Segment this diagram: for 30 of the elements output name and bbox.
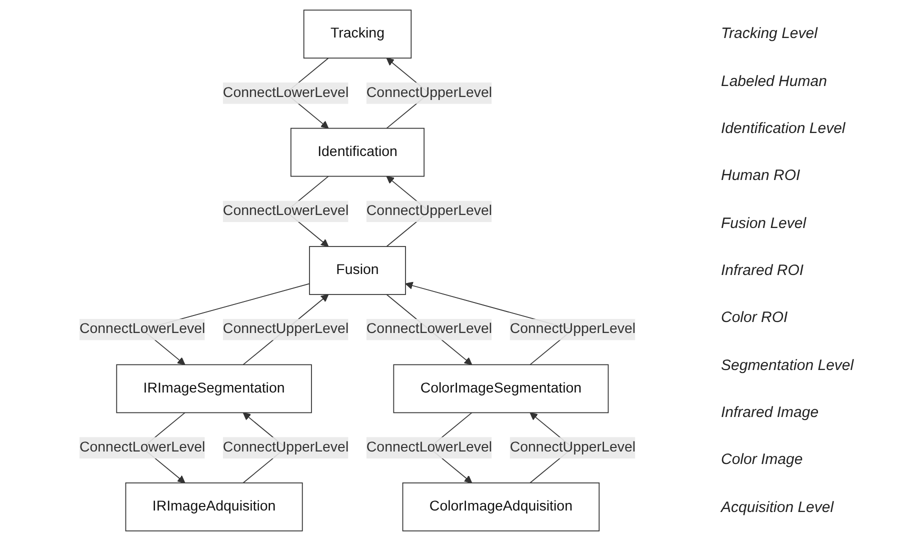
edge-label: ConnectLowerLevel <box>222 203 349 219</box>
node-box: Identification <box>290 128 425 177</box>
edge-label: ConnectUpperLevel <box>222 440 349 455</box>
edge-label: ConnectLowerLevel <box>366 440 492 455</box>
annotation-label: Tracking Level <box>721 25 819 42</box>
annotation-label: Infrared ROI <box>721 262 805 279</box>
edge-label: ConnectLowerLevel <box>79 322 206 337</box>
annotation-label: Labeled Human <box>721 72 828 90</box>
node-box: IRImageSegmentation <box>116 364 312 414</box>
edge-label: ConnectUpperLevel <box>510 322 636 337</box>
edge-label: ConnectUpperLevel <box>510 440 636 455</box>
edge-label: ConnectLowerLevel <box>222 85 349 100</box>
edge-label: ConnectUpperLevel <box>222 322 349 337</box>
edge-label: ConnectUpperLevel <box>366 85 492 100</box>
annotation-label: Human ROI <box>721 167 802 184</box>
annotation-label: Acquisition Level <box>721 498 835 516</box>
annotation-label: Identification Level <box>721 120 846 137</box>
node-box: Fusion <box>309 246 406 295</box>
node-box: IRImageAdquisition <box>125 482 303 532</box>
annotation-label: Fusion Level <box>721 214 808 232</box>
edge-label: ConnectLowerLevel <box>79 440 206 455</box>
annotation-label: Segmentation Level <box>721 356 855 374</box>
annotation-label: Color Image <box>721 451 804 468</box>
annotation-label: Color ROI <box>721 309 789 326</box>
edge-label: ConnectUpperLevel <box>366 203 492 219</box>
node-box: ColorImageSegmentation <box>393 364 609 414</box>
edge-label: ConnectLowerLevel <box>366 322 492 337</box>
node-box: ColorImageAdquisition <box>402 482 600 532</box>
annotation-label: Infrared Image <box>721 404 820 422</box>
node-box: Tracking <box>303 10 412 59</box>
